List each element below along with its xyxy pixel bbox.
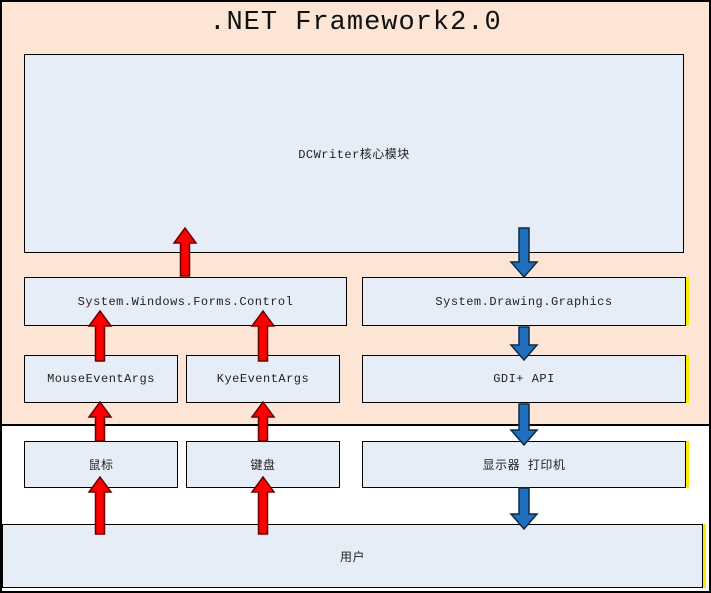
- box-mouse-event-args-label: MouseEventArgs: [47, 372, 155, 386]
- box-key-event-args: KyeEventArgs: [186, 355, 340, 403]
- box-gdi-api-label: GDI+ API: [493, 372, 555, 386]
- box-mouse: 鼠标: [24, 441, 178, 488]
- box-key-event-args-label: KyeEventArgs: [216, 372, 310, 386]
- box-mouse-label: 鼠标: [88, 459, 114, 473]
- box-display-printer: 显示器 打印机: [362, 441, 686, 488]
- box-user: 用户: [2, 524, 703, 588]
- box-dcwriter-core-module: DCWriter核心模块: [24, 54, 684, 253]
- box-mouse-event-args: MouseEventArgs: [24, 355, 178, 403]
- box-keyboard-label: 键盘: [250, 459, 276, 473]
- box-keyboard: 键盘: [186, 441, 340, 488]
- box-gdi-api: GDI+ API: [362, 355, 686, 403]
- box-dcwriter-label: DCWriter核心模块: [298, 148, 410, 162]
- box-forms-control-label: System.Windows.Forms.Control: [77, 294, 294, 309]
- box-system-drawing-graphics: System.Drawing.Graphics: [362, 277, 686, 326]
- arrow-display-to-user: [509, 487, 539, 531]
- box-drawing-graphics-label: System.Drawing.Graphics: [435, 294, 613, 309]
- box-system-windows-forms-control: System.Windows.Forms.Control: [24, 277, 347, 326]
- box-user-label: 用户: [339, 550, 365, 565]
- box-display-printer-label: 显示器 打印机: [482, 459, 566, 473]
- diagram-title: .NET Framework2.0: [209, 8, 502, 38]
